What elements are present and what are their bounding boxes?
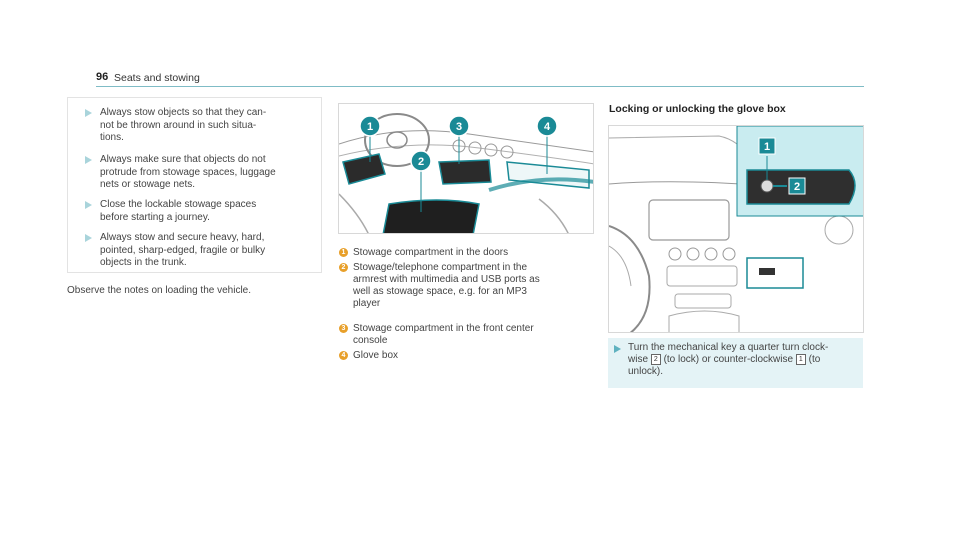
instruction-part2: (to lock) or counter-clockwise <box>660 354 796 366</box>
key-unlock-symbol: 1 <box>795 354 806 365</box>
instruction-arrow-icon <box>614 345 621 353</box>
legend-item: 3 Stowage compartment in the front cente… <box>339 323 589 347</box>
warning-box: Always stow objects so that they can- no… <box>67 97 322 273</box>
warning-text: Always stow objects so that they can- no… <box>100 107 267 143</box>
legend-item: 2 Stowage/telephone compartment in the a… <box>339 262 589 310</box>
legend-number: 1 <box>339 248 348 257</box>
section-title: Seats and stowing <box>114 72 200 84</box>
instruction-box: Turn the mechanical key a quarter turn c… <box>608 338 863 388</box>
svg-text:3: 3 <box>456 121 462 133</box>
interior-illustration: 1 2 3 4 <box>339 104 593 233</box>
warning-text: Always make sure that objects do not pro… <box>100 154 276 190</box>
svg-text:2: 2 <box>794 181 800 193</box>
legend-number: 3 <box>339 324 348 333</box>
callout-4: 4 <box>536 115 558 137</box>
header-divider <box>96 86 864 87</box>
warning-text: Always stow and secure heavy, hard, poin… <box>100 232 266 268</box>
legend-text: Stowage compartment in the front center … <box>353 323 534 346</box>
svg-text:2: 2 <box>418 156 424 168</box>
legend-number: 2 <box>339 263 348 272</box>
instruction-part3: (to unlock). <box>628 354 821 378</box>
bullet-arrow-icon <box>85 156 92 164</box>
glove-box-figure: 1 2 <box>608 125 864 333</box>
instruction-text: Turn the mechanical key a quarter turn c… <box>628 342 858 378</box>
legend-text: Stowage/telephone compartment in the arm… <box>353 262 540 309</box>
callout-3: 3 <box>448 115 470 137</box>
legend-text: Glove box <box>353 350 399 361</box>
svg-text:1: 1 <box>764 141 770 153</box>
warning-item: Always stow objects so that they can- no… <box>85 107 305 145</box>
glove-callout-2: 2 <box>788 177 806 195</box>
svg-text:1: 1 <box>367 121 373 133</box>
glove-box-title: Locking or unlocking the glove box <box>609 103 786 115</box>
legend-number: 4 <box>339 351 348 360</box>
page-number: 96 <box>96 71 109 83</box>
interior-stowage-figure: 1 2 3 4 <box>338 103 594 234</box>
glove-callout-1: 1 <box>758 137 776 155</box>
callout-2: 2 <box>410 150 432 172</box>
warning-item: Close the lockable stowage spaces before… <box>85 199 305 224</box>
instruction-part1: Turn the mechanical key a quarter turn c… <box>628 342 829 366</box>
legend-item: 4 Glove box <box>339 350 589 362</box>
warning-item: Always make sure that objects do not pro… <box>85 154 305 192</box>
bullet-arrow-icon <box>85 234 92 242</box>
legend-text: Stowage compartment in the doors <box>353 247 509 258</box>
warning-item: Always stow and secure heavy, hard, poin… <box>85 232 305 270</box>
bullet-arrow-icon <box>85 109 92 117</box>
callout-1: 1 <box>359 115 381 137</box>
bullet-arrow-icon <box>85 201 92 209</box>
warning-text: Close the lockable stowage spaces before… <box>100 199 257 223</box>
svg-text:4: 4 <box>544 121 551 133</box>
glove-box-illustration: 1 2 <box>609 126 863 332</box>
loading-note: Observe the notes on loading the vehicle… <box>67 285 252 296</box>
legend-item: 1 Stowage compartment in the doors <box>339 247 589 259</box>
key-lock-symbol: 2 <box>650 354 661 365</box>
